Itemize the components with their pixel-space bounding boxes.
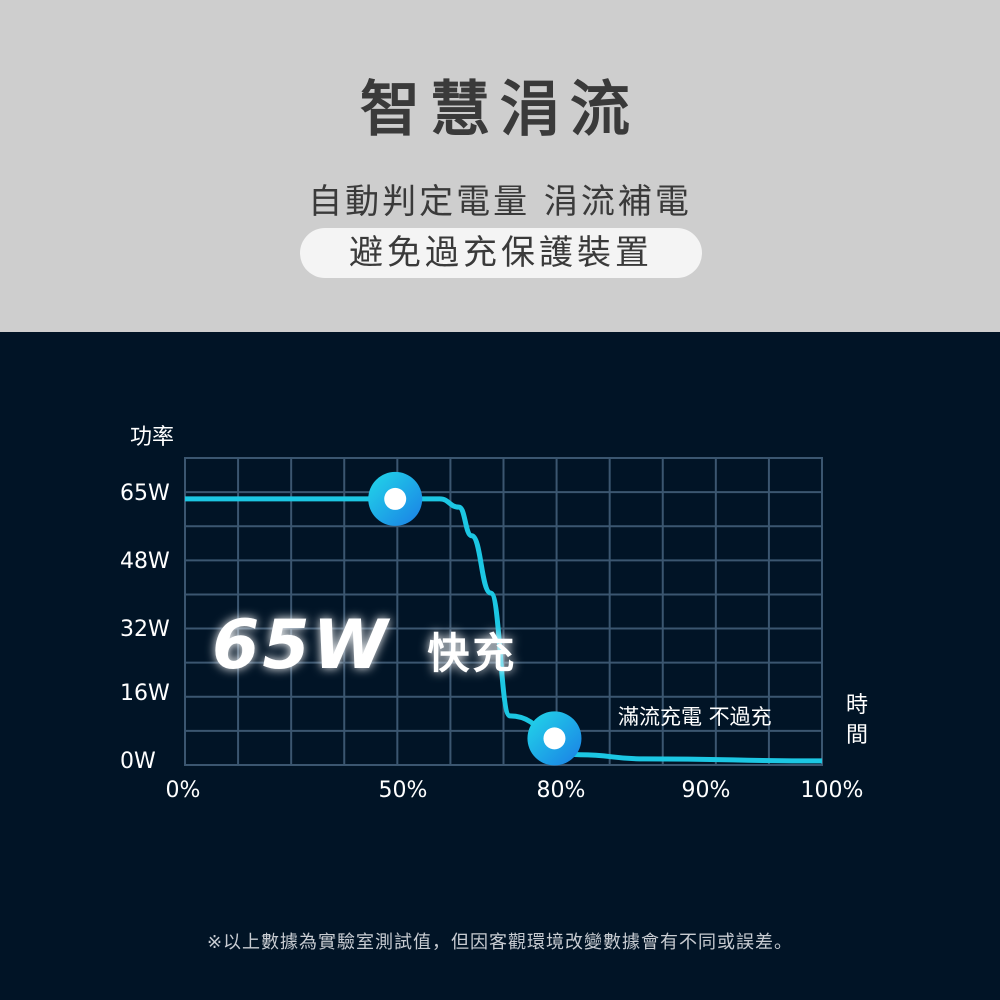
page-title: 智慧涓流 xyxy=(360,75,640,145)
y-tick-label: 48W xyxy=(120,549,170,574)
fast-charge-suffix: 快充 xyxy=(427,629,517,678)
x-axis-label-char-2: 間 xyxy=(846,723,868,748)
y-axis-label: 功率 xyxy=(130,425,174,450)
x-tick-labels: 0% 50% 80% 90% 100% xyxy=(166,778,864,803)
y-tick-label: 32W xyxy=(120,617,170,642)
x-axis-label: 時 間 xyxy=(846,693,868,748)
x-tick-label: 50% xyxy=(379,778,428,803)
fast-charge-value: 65W xyxy=(212,606,391,685)
page-subtitle: 自動判定電量 涓流補電 xyxy=(308,182,692,222)
x-axis-label-char-1: 時 xyxy=(846,693,868,718)
chart-grid xyxy=(184,457,823,766)
fast-charge-label: 65W 快充 xyxy=(212,606,517,685)
header-panel: 智慧涓流 自動判定電量 涓流補電 避免過充保護裝置 xyxy=(0,0,1000,332)
x-tick-label: 80% xyxy=(537,778,586,803)
chart-markers xyxy=(368,471,582,766)
marker-inner xyxy=(384,487,407,510)
y-tick-label: 0W xyxy=(120,749,156,774)
x-tick-label: 0% xyxy=(166,778,201,803)
marker-inner xyxy=(543,727,566,750)
x-tick-label: 100% xyxy=(801,778,864,803)
y-tick-label: 65W xyxy=(120,481,170,506)
x-tick-label: 90% xyxy=(682,778,731,803)
y-tick-labels: 65W 48W 32W 16W 0W xyxy=(120,481,170,774)
feature-pill: 避免過充保護裝置 xyxy=(300,228,702,278)
y-tick-label: 16W xyxy=(120,681,170,706)
full-charge-annotation: 滿流充電 不過充 xyxy=(618,705,772,729)
footnote: ※以上數據為實驗室測試值，但因客觀環境改變數據會有不同或誤差。 xyxy=(206,932,794,953)
